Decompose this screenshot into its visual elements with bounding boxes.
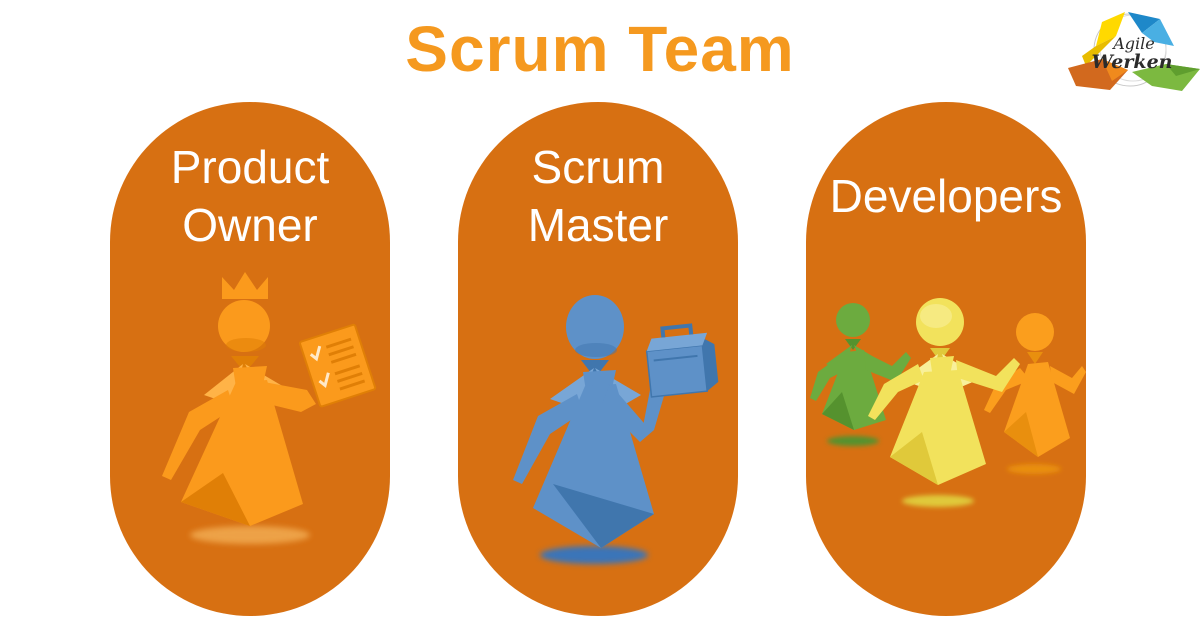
ground-shadow (1007, 464, 1061, 474)
left-arm (810, 356, 850, 401)
figure-head (566, 295, 624, 359)
toolbox-icon (645, 323, 719, 398)
card-product-owner: Product Owner (110, 102, 390, 616)
right-arm (864, 352, 911, 382)
card-developers-label: Developers (806, 126, 1086, 268)
ground-shadow (540, 546, 648, 564)
developers-trio-figures-icon (810, 298, 1086, 507)
left-arm (868, 364, 924, 420)
developer-green-figure (810, 303, 911, 446)
figure-head (218, 300, 270, 352)
robe-fold (1004, 412, 1038, 457)
right-arm (1050, 366, 1086, 394)
logo-orange-arrow-icon (1068, 59, 1128, 90)
card-scrum-master-label: Scrum Master (458, 126, 738, 268)
robe-fold (553, 484, 654, 548)
robe-fold (822, 392, 854, 430)
ground-shadow (827, 436, 879, 446)
card-product-owner-label: Product Owner (110, 126, 390, 268)
card-label-line: Developers (829, 170, 1063, 223)
product-owner-crowned-figure-icon (162, 272, 377, 544)
head-shade (575, 343, 617, 357)
agile-werken-logo: Agile Werken (1068, 12, 1200, 91)
left-shoulder (550, 368, 594, 409)
card-label-line: Product (170, 141, 330, 194)
logo-green-arrow-icon (1132, 64, 1200, 91)
card-developers: Developers (806, 102, 1086, 616)
checklist-document-icon (299, 323, 377, 408)
developer-yellow-figure (868, 298, 1020, 507)
robe-fold (181, 473, 250, 526)
card-scrum-master: Scrum Master (458, 102, 738, 616)
card-label-line: Master (527, 199, 669, 251)
logo-yellow-ribbon-icon (1082, 12, 1125, 66)
right-forearm (640, 390, 664, 442)
logo-blue-ribbon-icon (1128, 12, 1174, 46)
head-highlight (920, 304, 952, 328)
figure-neck (845, 339, 861, 350)
crown-icon (222, 272, 268, 299)
logo-text-line2: Werken (1092, 51, 1173, 73)
figure-neck (581, 360, 609, 378)
ground-shadow (902, 495, 974, 507)
ground-shadow (190, 526, 310, 544)
figure-neck (231, 356, 259, 373)
right-arm (956, 358, 1020, 392)
logo-text-line1: Agile (1111, 34, 1155, 53)
scrum-master-toolbox-figure-icon (513, 295, 719, 564)
left-arm (984, 368, 1030, 413)
robe-fold (890, 432, 938, 485)
card-label-line: Scrum (531, 141, 665, 194)
right-upper-arm (602, 384, 650, 442)
toolbox-handle (660, 323, 694, 338)
card-label-line: Owner (182, 199, 318, 251)
developer-orange-figure (984, 313, 1086, 474)
figure-neck (930, 348, 950, 362)
right-arm (260, 382, 316, 412)
figure-head (1016, 313, 1054, 351)
head-shade (226, 338, 266, 352)
left-arm (162, 390, 234, 480)
figure-head (836, 303, 870, 337)
left-arm (513, 394, 583, 484)
page-title: Scrum Team (405, 13, 795, 85)
figure-neck (1027, 352, 1043, 364)
